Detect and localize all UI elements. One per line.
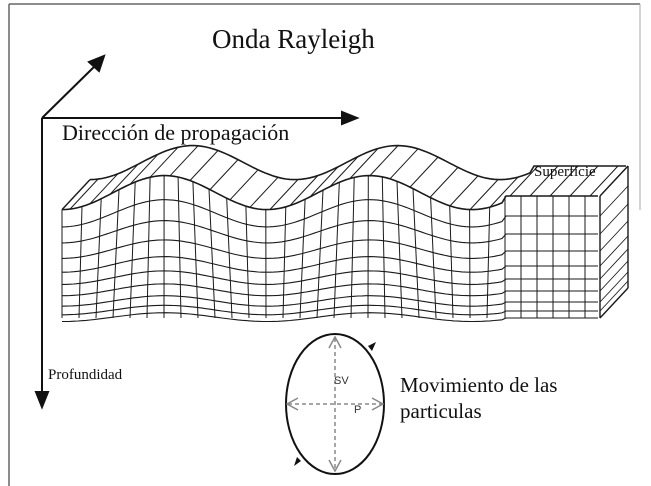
layer-line	[61, 220, 598, 244]
surface-hatch-line	[269, 179, 299, 210]
side-layer-line	[599, 165, 629, 197]
vertical-grid-line	[95, 198, 102, 319]
side-layer-line	[599, 235, 629, 267]
surface-hatch-line	[169, 145, 199, 177]
vertical-grid-line	[430, 197, 437, 319]
vertical-grid-line	[245, 206, 250, 319]
surface-hatch-line	[529, 165, 559, 197]
surface-hatch-line	[149, 146, 179, 178]
surface-hatch-line	[369, 145, 399, 176]
propagation-direction-label: Dirección de propagación	[62, 120, 290, 145]
diagram-title: Onda Rayleigh	[212, 24, 375, 54]
side-layer-line	[599, 271, 629, 303]
vertical-grid-line	[412, 188, 420, 319]
p-arrow-right	[371, 397, 385, 411]
transverse-arrow-head	[87, 54, 106, 73]
surface-hatch-line	[489, 176, 519, 208]
axes	[34, 54, 360, 410]
vertical-grid-line	[192, 181, 199, 319]
depth-label: Profundidad	[48, 367, 123, 383]
depth-arrow-head	[34, 391, 50, 410]
surface-hatch-line	[449, 175, 479, 207]
layer-line	[61, 295, 598, 307]
transverse-axis-line	[41, 62, 99, 119]
particle-motion-diagram	[285, 333, 385, 475]
side-layer-line	[599, 185, 629, 217]
vertical-grid-line	[177, 177, 182, 319]
vertical-grid-line	[78, 206, 83, 319]
surface-hatch-line	[509, 165, 539, 197]
left-top-edge	[61, 179, 91, 211]
side-layer-line	[599, 248, 629, 280]
surface-hatch-line	[429, 167, 459, 198]
vertical-grid-line	[381, 176, 386, 319]
surface-hatch-line	[189, 150, 219, 181]
surface-hatch-line	[109, 163, 139, 195]
layer-line	[61, 199, 598, 228]
p-arrow-left	[285, 397, 299, 411]
sv-label: SV	[334, 375, 349, 387]
vertical-grid-line	[350, 177, 355, 319]
side-layer-line	[599, 220, 629, 252]
vertical-grid-line	[282, 206, 287, 319]
vertical-grid-line	[486, 207, 491, 319]
vertical-grid-line	[299, 199, 306, 319]
surface-hatch-line	[569, 165, 599, 197]
surface-hatch-line	[309, 166, 339, 198]
rotation-arrow-top	[368, 342, 376, 351]
surface-hatch-line	[549, 165, 579, 197]
layer-line	[62, 270, 598, 285]
sv-arrow-up	[328, 335, 342, 349]
particle-motion-label: Movimiento de las particulas	[400, 373, 558, 423]
surface-hatch-line	[69, 178, 99, 210]
layer-line	[62, 304, 598, 316]
vertical-grid-line	[146, 177, 151, 319]
propagation-arrow-head	[341, 110, 360, 126]
side-layer-line	[599, 260, 629, 292]
vertical-grid-line	[396, 181, 403, 319]
vertical-grid-line	[226, 198, 233, 319]
surface-hatch-line	[249, 176, 279, 208]
surface-hatch-line	[289, 175, 319, 206]
rotation-arrow-bottom	[294, 457, 301, 466]
vertical-grid-line	[333, 182, 340, 319]
layer-line	[61, 239, 598, 259]
surface-hatch-line	[589, 165, 619, 197]
p-label: P	[354, 404, 362, 416]
side-layer-line	[599, 203, 629, 235]
sv-arrow-down	[328, 459, 342, 473]
surface-hatch-line	[329, 156, 359, 187]
surface-label: Superficie	[534, 164, 596, 180]
surface-hatch-line	[89, 173, 119, 205]
layer-line	[62, 283, 598, 297]
vertical-grid-line	[316, 190, 324, 319]
layer-line	[62, 256, 598, 273]
vertical-grid-line	[449, 205, 454, 319]
layer-line	[62, 312, 598, 323]
surface-hatch-line	[209, 159, 239, 190]
surface-hatch-line	[389, 148, 419, 180]
surface-hatch-line	[409, 156, 439, 188]
vertical-grid-line	[112, 189, 120, 319]
side-layer-line	[599, 287, 629, 319]
wave-block	[61, 144, 629, 323]
surface-hatch-line	[229, 169, 259, 201]
surface-hatch-line	[129, 153, 159, 185]
vertical-grid-line	[208, 189, 216, 319]
vertical-grid-line	[129, 181, 136, 319]
side-layer-line	[599, 280, 629, 312]
surface-hatch-line	[469, 179, 499, 210]
surface-hatch-line	[349, 148, 379, 179]
